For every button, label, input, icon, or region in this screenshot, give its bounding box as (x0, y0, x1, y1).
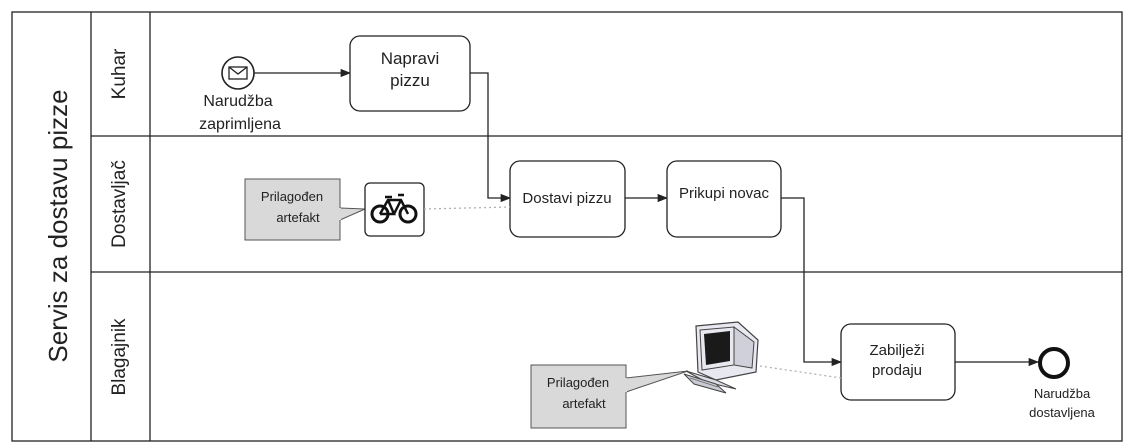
computer-icon (683, 321, 759, 394)
task-label: Prikupi novac (679, 185, 770, 202)
start-event[interactable]: Narudžba zaprimljena (199, 56, 281, 133)
bicycle-artifact[interactable]: Prilagođen artefakt (244, 178, 511, 241)
artifact-note-line1: Prilagođen (261, 189, 323, 204)
bicycle-icon (370, 193, 418, 224)
task-box (666, 160, 782, 238)
task-box (840, 323, 956, 401)
task-box (509, 160, 626, 238)
task-zabiljezi-prodaju[interactable]: Zabilježi prodaju (840, 323, 956, 401)
end-event[interactable]: Narudžba dostavljena (1029, 347, 1096, 420)
task-prikupi-novac[interactable]: Prikupi novac (666, 160, 782, 238)
lane-title-kuhar: Kuhar (109, 48, 130, 99)
flow-napravi-to-dostavi (470, 72, 512, 203)
end-event-label-line1: Narudžba (1034, 386, 1091, 401)
artifact-note-line2: artefakt (276, 210, 320, 225)
task-dostavi-pizzu[interactable]: Dostavi pizzu (509, 160, 626, 238)
artifact-note (530, 364, 627, 429)
lane-title-dostavljac: Dostavljač (109, 160, 130, 248)
task-label-line2: pizzu (390, 71, 430, 90)
task-label-line1: Zabilježi (869, 342, 924, 359)
association-bicycle (423, 206, 511, 210)
end-event-circle (1038, 347, 1070, 379)
task-label-line1: Napravi (381, 49, 440, 68)
envelope-icon (228, 66, 248, 80)
artifact-note-line1: Prilagođen (547, 375, 609, 390)
pool-title: Servis za dostavu pizze (43, 89, 73, 362)
lane-title-blagajnik: Blagajnik (109, 318, 130, 396)
start-event-label-line2: zaprimljena (199, 116, 281, 133)
task-napravi-pizzu[interactable]: Napravi pizzu (349, 35, 471, 112)
end-event-label-line2: dostavljena (1029, 405, 1096, 420)
computer-artifact[interactable]: Prilagođen artefakt (530, 321, 842, 429)
sequence-flows (254, 68, 1040, 367)
association-computer (759, 365, 842, 379)
artifact-note (244, 178, 341, 241)
artifact-note-line2: artefakt (562, 396, 606, 411)
start-event-label-line1: Narudžba (203, 93, 272, 110)
task-box (349, 35, 471, 112)
flow-prikupi-to-zabiljezi (781, 197, 843, 367)
task-label: Dostavi pizzu (522, 190, 611, 207)
task-label-line2: prodaju (872, 362, 922, 379)
